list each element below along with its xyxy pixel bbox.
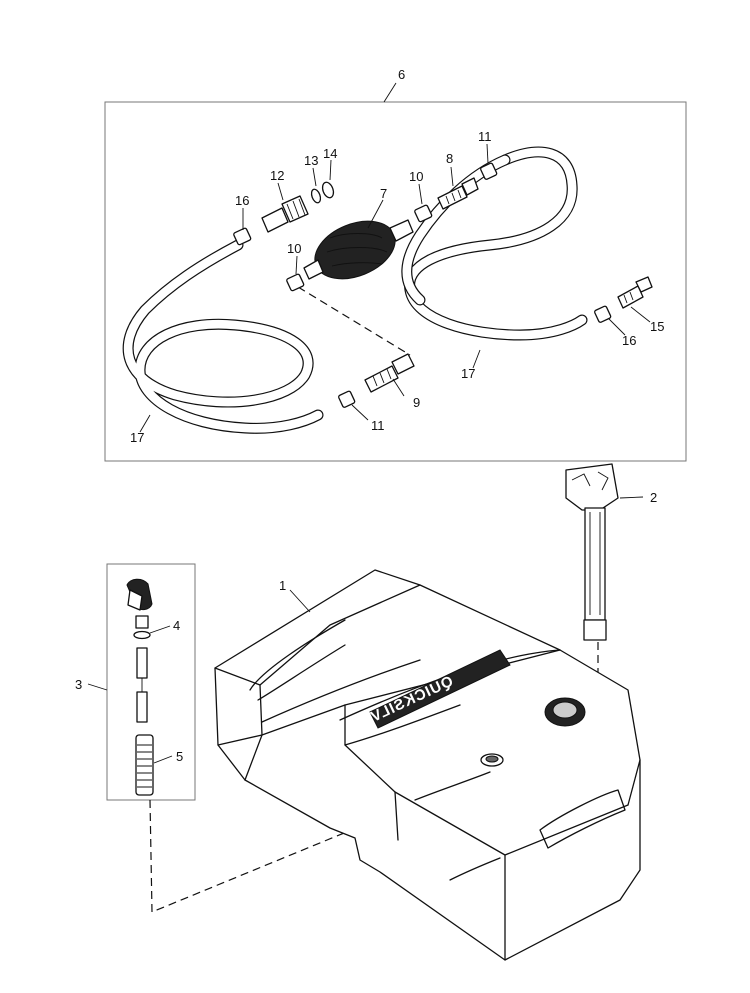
fuel-hose-left [122,239,324,434]
callout-9: 9 [413,395,420,410]
engine-fitting-15 [617,276,653,309]
primer-bulb [303,219,414,280]
tank-connector-12 [261,195,309,233]
o-ring-4 [133,630,151,640]
callout-16-right: 16 [622,333,636,348]
tank-fitting-9 [364,353,415,393]
callout-4: 4 [173,618,180,633]
o-ring-14 [321,181,335,199]
hose-clamp-10-upper [414,204,433,223]
pickup-filter-5 [135,734,154,796]
callout-10-lower: 10 [287,241,301,256]
hose-clamp-11-lower [338,390,356,408]
hose-clamp-16-right [594,305,612,323]
callout-12: 12 [270,168,284,183]
callout-10-upper: 10 [409,169,423,184]
fuel-line-kit-frame [104,101,687,462]
callout-7: 7 [380,186,387,201]
callout-8: 8 [446,151,453,166]
callout-11-upper: 11 [478,129,492,144]
callout-5: 5 [176,749,183,764]
callout-13: 13 [304,153,318,168]
callout-14: 14 [323,146,337,161]
pickup-tube [136,647,148,723]
pickup-port [480,753,504,767]
callout-11-lower: 11 [371,418,385,433]
pickup-tube-frame [106,563,196,801]
fuel-gauge-2 [565,463,644,641]
callout-6: 6 [398,67,405,82]
filler-cap [544,697,586,727]
callout-16-left: 16 [235,193,249,208]
fuel-tank-1 [214,569,641,961]
hose-clamp-16-left [233,227,252,246]
hose-clamp-10-lower [286,273,305,292]
callout-3: 3 [75,677,82,692]
engine-fitting-8 [437,177,479,210]
o-ring-13 [310,188,322,204]
callout-17-left: 17 [130,430,144,445]
callout-17-right: 17 [461,366,475,381]
callout-1: 1 [279,578,286,593]
fuel-hose-right [401,146,588,341]
pickup-elbow-fitting [126,578,153,629]
callout-2: 2 [650,490,657,505]
callout-15: 15 [650,319,664,334]
hose-clamp-11-upper [480,162,498,180]
